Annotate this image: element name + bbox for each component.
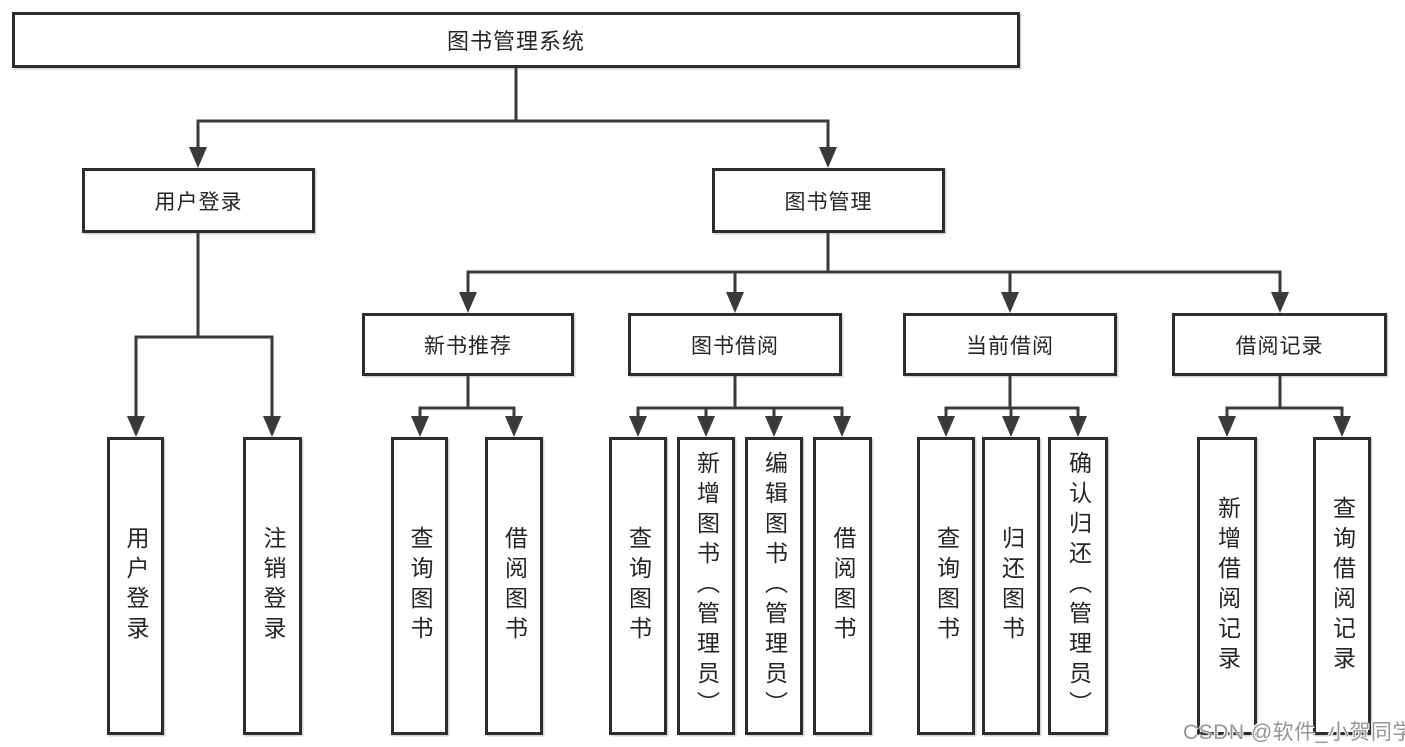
leaf-confirm-return-admin: 确认归还（管理员） bbox=[1048, 437, 1108, 735]
leaf-query-books-current: 查询图书 bbox=[917, 437, 975, 735]
leaf-edit-books-admin: 编辑图书（管理员） bbox=[745, 437, 803, 735]
node-library-management-system: 图书管理系统 bbox=[12, 12, 1020, 68]
leaf-query-books-recommend: 查询图书 bbox=[391, 437, 448, 735]
leaf-add-borrow-record: 新增借阅记录 bbox=[1197, 437, 1257, 735]
node-user-login: 用户登录 bbox=[82, 168, 315, 233]
leaf-borrow-books-recommend: 借阅图书 bbox=[485, 437, 543, 735]
node-book-borrowing: 图书借阅 bbox=[628, 313, 842, 376]
leaf-return-books: 归还图书 bbox=[982, 437, 1040, 735]
leaf-borrow-books: 借阅图书 bbox=[813, 437, 872, 735]
leaf-user-login: 用户登录 bbox=[107, 437, 164, 735]
leaf-logout: 注销登录 bbox=[243, 437, 302, 735]
leaf-query-books-borrow: 查询图书 bbox=[609, 437, 667, 735]
csdn-watermark: CSDN @软件_小贺同学 bbox=[1183, 721, 1405, 744]
node-new-book-recommend: 新书推荐 bbox=[362, 313, 574, 376]
leaf-query-borrow-record: 查询借阅记录 bbox=[1313, 437, 1371, 735]
node-borrowing-records: 借阅记录 bbox=[1172, 313, 1387, 376]
node-book-management: 图书管理 bbox=[712, 168, 945, 233]
leaf-add-books-admin: 新增图书（管理员） bbox=[677, 437, 735, 735]
node-current-borrowing: 当前借阅 bbox=[903, 313, 1117, 376]
